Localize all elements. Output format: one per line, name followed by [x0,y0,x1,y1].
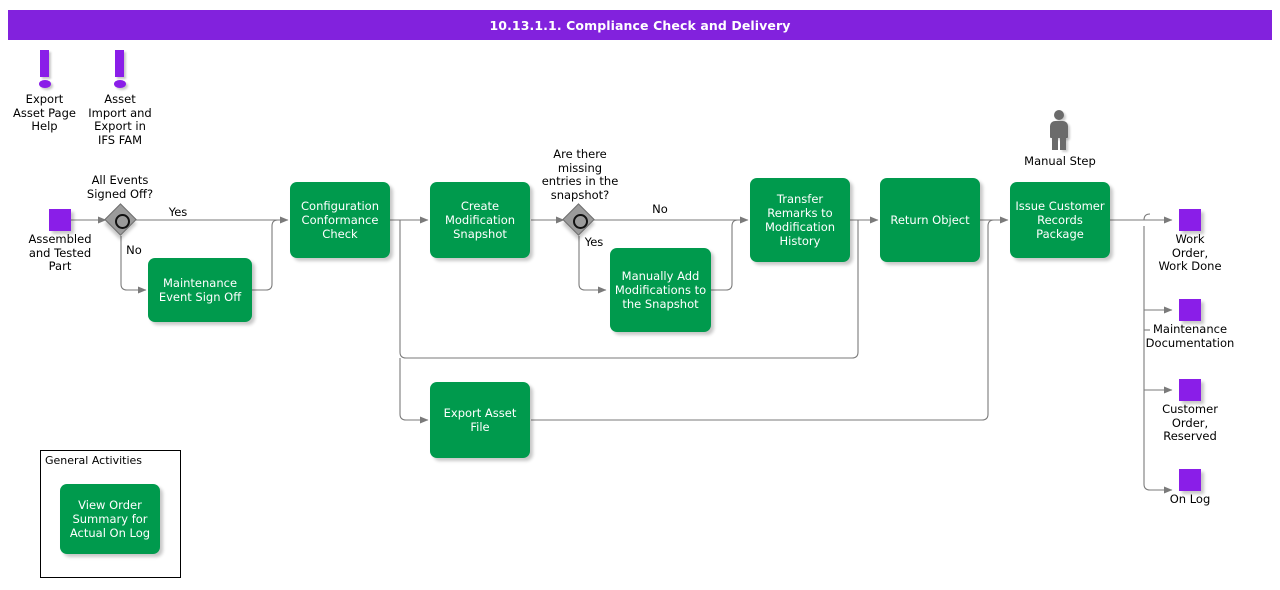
person-leg-left [1052,136,1058,150]
diamond-ring-icon [572,213,588,229]
decision-missing-entries-question: Are there missing entries in the snapsho… [541,147,619,202]
exclamation-dot [38,80,51,88]
terminal-maintenance-documentation[interactable] [1179,299,1201,321]
diamond-ring-icon [114,213,130,229]
page-title: 10.13.1.1. Compliance Check and Delivery [8,10,1272,40]
decision-all-events-signed-off-question: All Events Signed Off? [86,173,154,201]
activity-export-asset-file[interactable]: Export Asset File [430,382,530,458]
exclamation-bar [40,50,49,77]
person-icon-manual-step [1046,110,1072,150]
person-body [1050,121,1068,138]
exclamation-dot [113,80,126,88]
exclamation-icon-asset-import-and-export[interactable] [111,50,129,90]
terminal-customer-order-reserved-label: Customer Order, Reserved [1162,402,1218,443]
activity-view-order-summary-for-actual-on-log[interactable]: View Order Summary for Actual On Log [60,484,160,554]
terminal-work-order-work-done[interactable] [1179,209,1201,231]
activity-create-modification-snapshot[interactable]: Create Modification Snapshot [430,182,530,258]
asset-import-and-export-label[interactable]: Asset Import and Export in IFS FAM [88,92,152,147]
terminal-customer-order-reserved[interactable] [1179,379,1201,401]
decision-all-events-signed-off[interactable] [104,203,137,236]
terminal-assembled-and-tested-part[interactable] [49,209,71,231]
exclamation-icon-export-asset-page-help[interactable] [36,50,54,90]
terminal-assembled-and-tested-part-label: Assembled and Tested Part [28,232,92,273]
activity-configuration-conformance-check[interactable]: Configuration Conformance Check [290,182,390,258]
manual-step-label: Manual Step [1024,154,1096,168]
edge-label-missing-entries-no: No [652,202,668,216]
export-asset-page-help-label[interactable]: Export Asset Page Help [13,92,76,133]
activity-return-object[interactable]: Return Object [880,178,980,262]
decision-missing-entries-in-snapshot[interactable] [562,203,595,236]
edge-label-missing-entries-yes: Yes [584,235,604,249]
terminal-maintenance-documentation-label: Maintenance Documentation [1145,322,1235,350]
terminal-work-order-work-done-label: Work Order, Work Done [1158,232,1222,273]
exclamation-bar [115,50,124,77]
general-activities-title: General Activities [45,454,143,467]
person-head [1054,110,1064,120]
activity-issue-customer-records-package[interactable]: Issue Customer Records Package [1010,182,1110,258]
terminal-on-log-label: On Log [1169,492,1211,506]
activity-manually-add-modifications-to-the-snapshot[interactable]: Manually Add Modifications to the Snapsh… [610,248,711,332]
activity-maintenance-event-sign-off[interactable]: Maintenance Event Sign Off [148,258,252,322]
person-leg-right [1060,136,1066,150]
edge-label-signed-off-yes: Yes [168,205,188,219]
activity-transfer-remarks-to-modification-history[interactable]: Transfer Remarks to Modification History [750,178,850,262]
terminal-on-log[interactable] [1179,469,1201,491]
edge-label-signed-off-no: No [126,243,142,257]
